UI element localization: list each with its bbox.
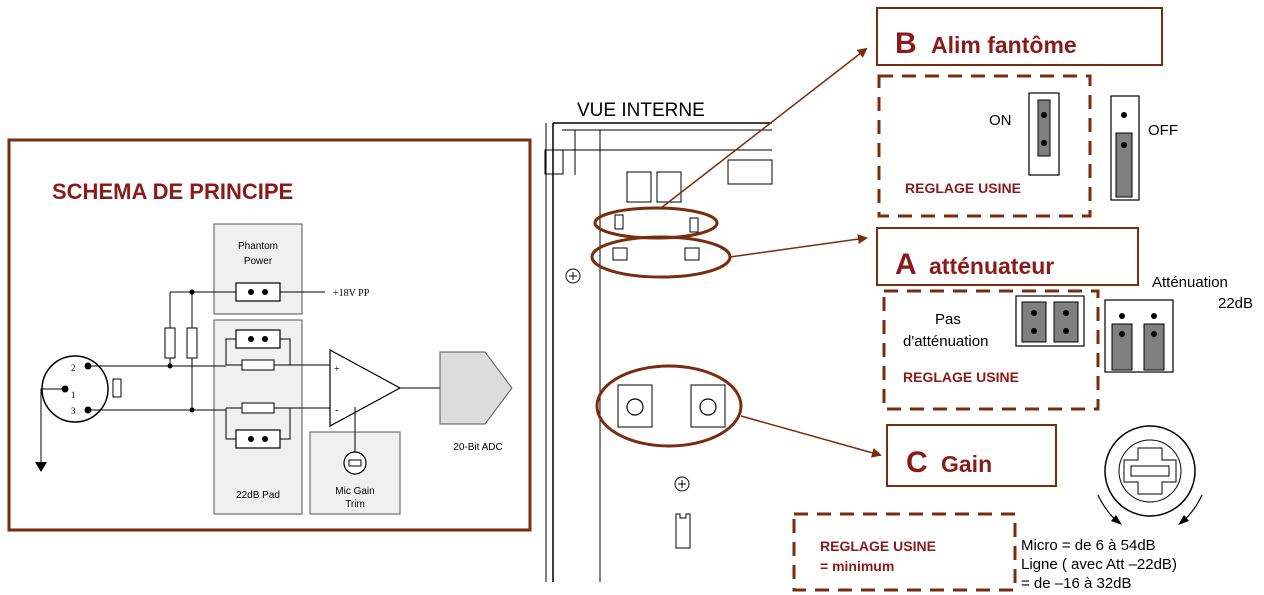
factory-setting-frame	[882, 289, 1100, 411]
section-c-factory-label-1: REGLAGE USINE	[820, 538, 936, 554]
pin-1-label: 1	[71, 390, 76, 400]
section-b-letter: B	[895, 27, 917, 60]
att-label-1: Atténuation	[1152, 274, 1228, 291]
factory-setting-frame	[792, 512, 1017, 592]
phantom-jumper	[235, 282, 281, 302]
section-c-factory-label-2: = minimum	[820, 558, 894, 574]
voltage-label: +18V PP	[333, 288, 370, 299]
phantom-label-1: Phantom	[238, 241, 278, 252]
section-a-title: atténuateur	[929, 253, 1054, 279]
schematic-panel: SCHEMA DE PRINCIPE Phantom Power +18V PP…	[7, 138, 532, 532]
ground-symbol	[35, 462, 47, 472]
internal-view-panel: VUE INTERNE	[544, 47, 882, 582]
trim-label-2: Trim	[345, 499, 365, 510]
connector-slot	[675, 513, 691, 549]
no-att-label-1: Pas	[935, 311, 961, 328]
section-c-letter: C	[906, 446, 928, 479]
opamp-plus: +	[334, 364, 340, 375]
factory-setting-frame	[877, 74, 1092, 218]
off-label: OFF	[1148, 122, 1178, 139]
gain-pots-highlight	[595, 364, 743, 448]
gain-pot-icon	[699, 398, 717, 416]
section-c-gain: C Gain Micro = de 6 à 54dB Ligne ( avec …	[792, 424, 1203, 592]
schematic-title: SCHEMA DE PRINCIPE	[52, 179, 293, 204]
phantom-jumpers-highlight	[593, 206, 719, 240]
trim-label-1: Mic Gain	[335, 486, 374, 497]
section-c-title: Gain	[941, 451, 992, 477]
section-a-attenuator: A atténuateur Atténuation 22dB Pas d'att…	[876, 227, 1253, 411]
range-line-2: = de –16 à 32dB	[1021, 575, 1132, 592]
section-a-factory-label: REGLAGE USINE	[903, 369, 1019, 385]
section-b-phantom: B Alim fantôme ON REGLAGE USINE OFF	[876, 7, 1178, 218]
pin-2-label: 2	[71, 363, 76, 373]
adc-label: 20-Bit ADC	[453, 442, 502, 453]
pad-jumper-bottom	[235, 429, 281, 449]
att-label-2: 22dB	[1218, 295, 1253, 312]
no-att-label-2: d'atténuation	[903, 333, 988, 350]
opamp-minus: -	[335, 404, 339, 416]
pad-box	[213, 319, 303, 515]
section-b-factory-label: REGLAGE USINE	[905, 180, 1021, 196]
internal-view-title: VUE INTERNE	[577, 100, 705, 121]
range-micro: Micro = de 6 à 54dB	[1021, 537, 1156, 554]
range-line-1: Ligne ( avec Att –22dB)	[1021, 556, 1177, 573]
pin-3-label: 3	[71, 406, 76, 416]
section-a-letter: A	[895, 248, 917, 281]
gain-pot-icon	[626, 398, 644, 416]
pad-jumper-top	[235, 329, 281, 349]
phantom-label-2: Power	[244, 256, 273, 267]
adc-shape	[439, 351, 513, 425]
op-amp	[329, 348, 402, 428]
on-label: ON	[989, 112, 1012, 129]
section-b-title: Alim fantôme	[931, 32, 1077, 58]
pad-label: 22dB Pad	[236, 490, 280, 501]
